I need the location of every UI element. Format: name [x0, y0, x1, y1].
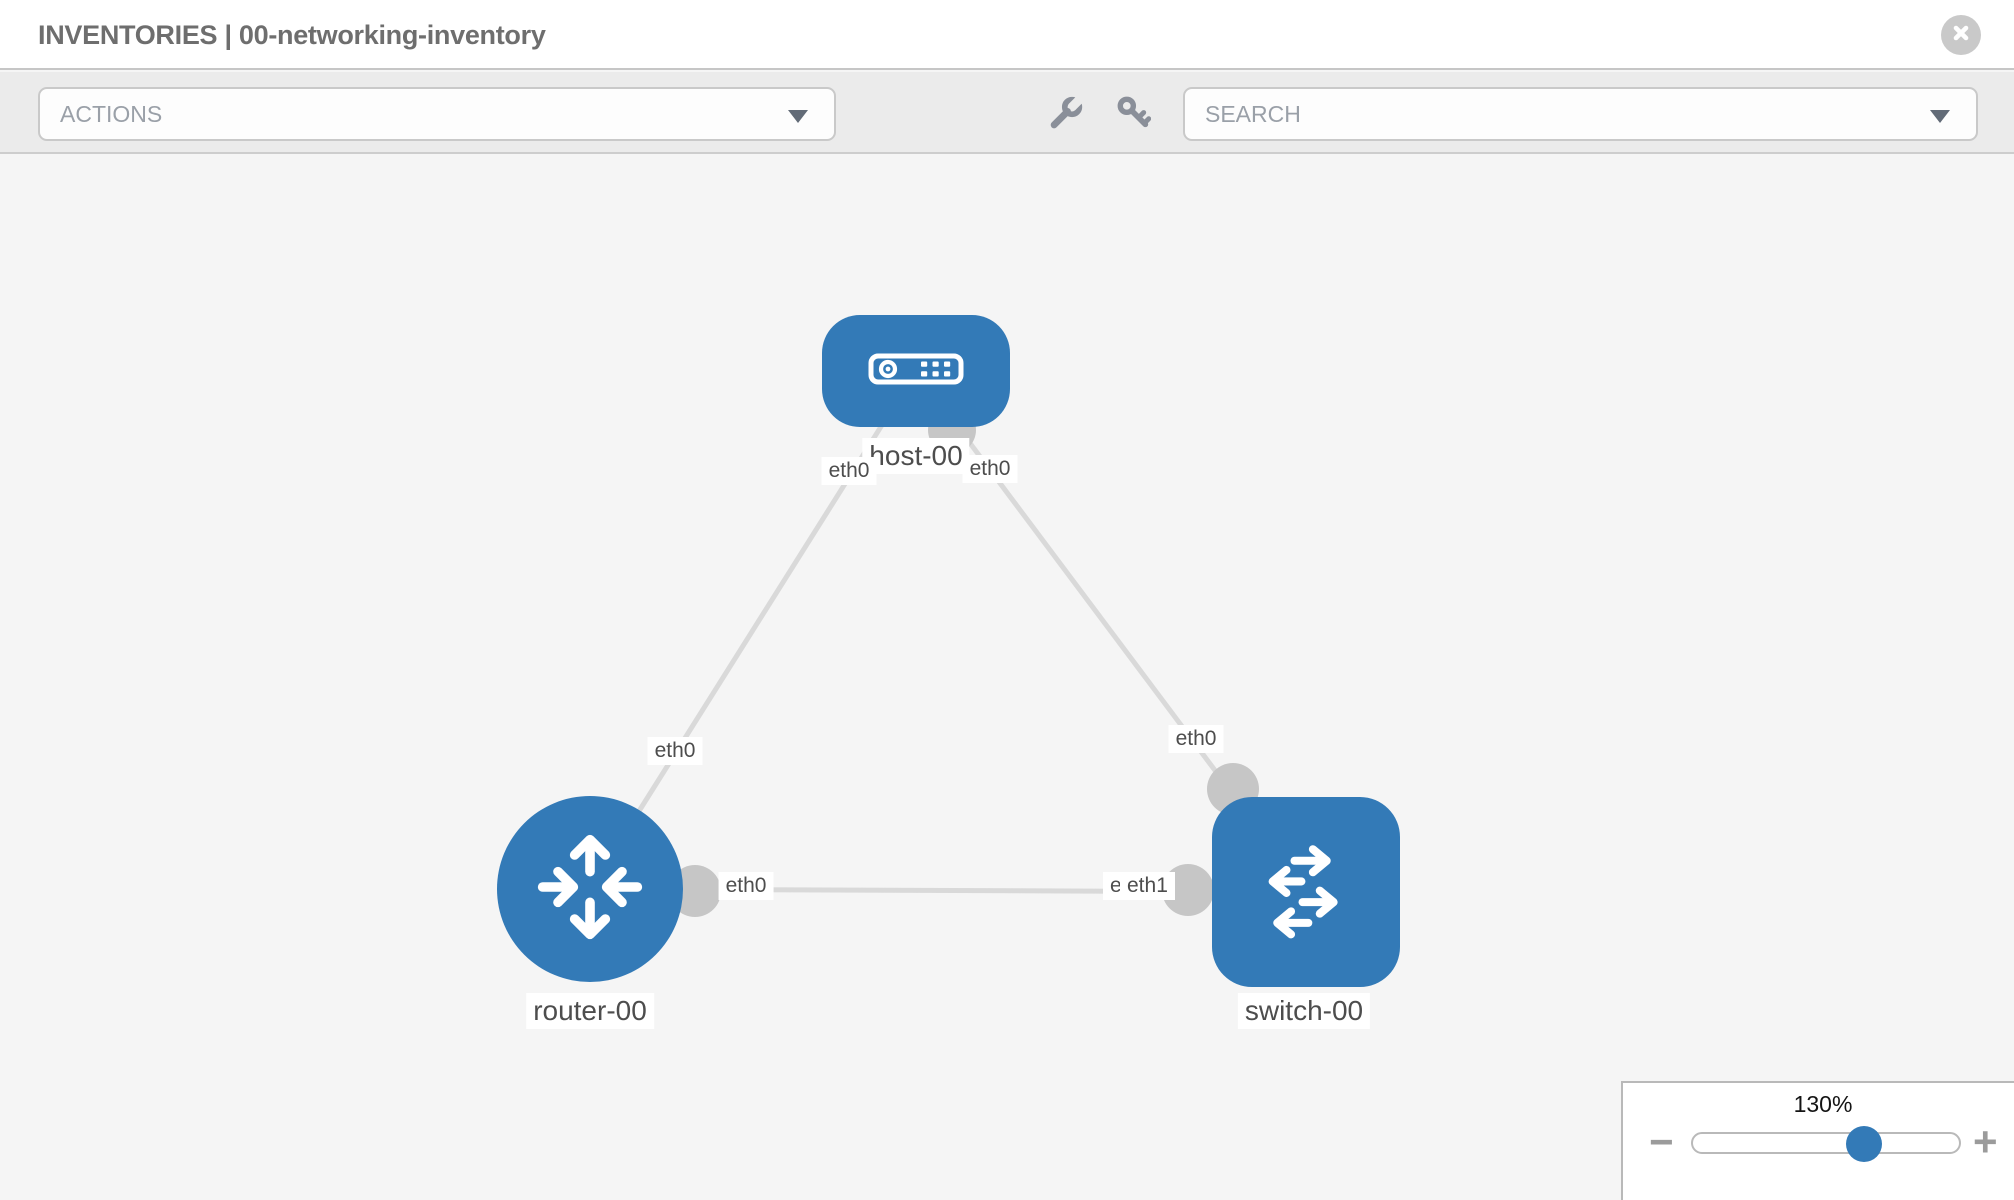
chevron-down-icon — [788, 110, 808, 123]
interface-label: eth0 — [647, 737, 703, 766]
close-button[interactable] — [1941, 15, 1981, 55]
chevron-down-icon — [1930, 110, 1950, 123]
key-icon — [1115, 94, 1152, 135]
node-router-00[interactable] — [497, 796, 683, 982]
header: INVENTORIES | 00-networking-inventory — [0, 0, 2014, 70]
zoom-out-button[interactable]: − — [1649, 1118, 1674, 1165]
switch-arrows-icon — [1247, 832, 1365, 952]
search-dropdown-label: SEARCH — [1205, 101, 1301, 127]
zoom-widget: 130% − + — [1621, 1081, 2014, 1200]
interface-label: eth0 — [821, 457, 877, 486]
credentials-button[interactable] — [1114, 95, 1152, 133]
interface-label: eth1 — [1120, 872, 1175, 901]
interface-label: eth0 — [718, 872, 774, 901]
node-host-00[interactable] — [822, 315, 1010, 427]
search-dropdown[interactable]: SEARCH — [1183, 87, 1978, 141]
actions-dropdown[interactable]: ACTIONS — [38, 87, 836, 141]
router-arrows-icon — [526, 823, 654, 956]
interface-label: eth0 — [962, 455, 1018, 484]
toolbar: ACTIONS SEARC — [0, 72, 2014, 154]
interface-circle-switch-left — [1162, 864, 1214, 916]
interface-label: eth0 — [1168, 725, 1224, 754]
zoom-level-value: 130% — [1793, 1091, 1853, 1117]
zoom-slider-track[interactable] — [1691, 1132, 1961, 1154]
actions-dropdown-label: ACTIONS — [60, 101, 163, 127]
server-icon — [868, 353, 964, 390]
zoom-slider-thumb[interactable] — [1846, 1126, 1882, 1162]
node-label-switch: switch-00 — [1237, 993, 1371, 1030]
node-switch-00[interactable] — [1212, 797, 1400, 987]
x-circle-icon — [1951, 23, 1971, 48]
wrench-icon — [1049, 92, 1086, 135]
zoom-in-button[interactable]: + — [1973, 1118, 1998, 1165]
topology-canvas[interactable]: host-00 router-00 switch-00 eth0 eth0 et… — [0, 154, 2014, 1200]
node-label-router: router-00 — [526, 993, 654, 1030]
page-title: INVENTORIES | 00-networking-inventory — [38, 20, 546, 50]
tools-button[interactable] — [1048, 92, 1086, 135]
node-label-host: host-00 — [862, 438, 970, 475]
